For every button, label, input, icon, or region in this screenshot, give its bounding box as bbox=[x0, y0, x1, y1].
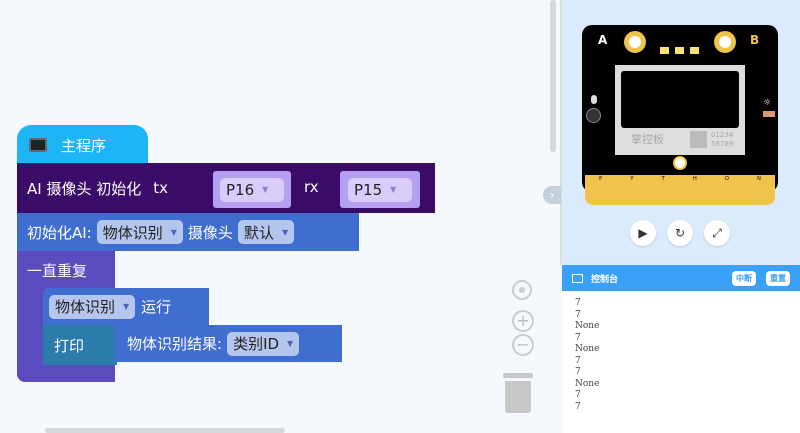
serial-top: 01234 bbox=[711, 131, 734, 139]
sound-sensor bbox=[586, 108, 601, 123]
ai-result-block[interactable]: 物体识别结果: 类别ID ▼ bbox=[115, 325, 342, 362]
dropdown-arrow-icon: ▼ bbox=[123, 302, 130, 311]
serial-bottom: 56789 bbox=[711, 140, 734, 148]
button-b[interactable]: B bbox=[750, 33, 760, 47]
pin-n: N bbox=[757, 176, 761, 182]
board-icon bbox=[29, 138, 47, 152]
tx-pin-slot: P16 ▼ bbox=[213, 171, 291, 208]
rx-label: rx bbox=[304, 178, 319, 196]
led bbox=[690, 47, 699, 54]
camera-dropdown[interactable]: 默认 ▼ bbox=[237, 220, 295, 244]
console-line: 7 bbox=[575, 332, 581, 343]
result-label: 物体识别结果: bbox=[127, 335, 223, 353]
tx-label: tx bbox=[153, 179, 168, 197]
zoom-in-icon[interactable]: + bbox=[512, 310, 534, 332]
recenter-icon[interactable] bbox=[512, 280, 532, 300]
console-line: 7 bbox=[575, 355, 581, 366]
oled-screen bbox=[621, 71, 739, 128]
init-ai-label: 初始化AI: bbox=[27, 223, 92, 242]
result-type-dropdown[interactable]: 类别ID ▼ bbox=[227, 331, 300, 356]
run-mode-value: 物体识别 bbox=[55, 298, 116, 316]
tx-pin-dropdown[interactable]: P16 ▼ bbox=[220, 177, 284, 202]
led bbox=[675, 47, 684, 54]
fullscreen-button[interactable]: ⤢ bbox=[704, 220, 730, 246]
run-label: 运行 bbox=[141, 298, 172, 316]
ai-run-block[interactable]: 物体识别 ▼ 运行 bbox=[43, 288, 209, 325]
pin-h: H bbox=[692, 176, 697, 182]
console-header: 控制台 中断 重置 bbox=[562, 265, 800, 291]
trash-icon[interactable] bbox=[503, 373, 533, 415]
camera-value: 默认 bbox=[243, 223, 274, 242]
microphone-icon bbox=[591, 95, 597, 104]
pin-o: O bbox=[724, 176, 729, 182]
restart-icon: ↻ bbox=[674, 226, 686, 240]
pin-t: T bbox=[661, 176, 665, 182]
dropdown-arrow-icon: ▼ bbox=[170, 227, 177, 237]
touch-pad-right bbox=[714, 31, 736, 53]
dropdown-arrow-icon: ▼ bbox=[390, 185, 397, 194]
dropdown-arrow-icon: ▼ bbox=[287, 339, 294, 348]
monitor-icon bbox=[572, 273, 583, 283]
vertical-scrollbar[interactable] bbox=[550, 0, 556, 152]
board-simulator[interactable]: A B 掌控板 01234 56789 ☼ P Y T H O N bbox=[582, 25, 778, 205]
touch-pad-center bbox=[673, 156, 687, 170]
led bbox=[660, 47, 669, 54]
interrupt-button[interactable]: 中断 bbox=[732, 270, 756, 286]
ai-mode-dropdown[interactable]: 物体识别 ▼ bbox=[96, 220, 183, 244]
print-label: 打印 bbox=[54, 336, 85, 355]
light-sensor-icon: ☼ bbox=[763, 98, 772, 108]
rx-pin-slot: P15 ▼ bbox=[340, 171, 420, 208]
button-a[interactable]: A bbox=[598, 33, 608, 47]
console-line: None bbox=[575, 344, 600, 354]
run-mode-dropdown[interactable]: 物体识别 ▼ bbox=[49, 294, 136, 319]
dropdown-arrow-icon: ▼ bbox=[262, 185, 269, 194]
console-line: None bbox=[575, 321, 600, 331]
horizontal-scrollbar[interactable] bbox=[45, 428, 285, 433]
init-ai-block[interactable]: 初始化AI: 物体识别 ▼ 摄像头 默认 ▼ bbox=[17, 213, 359, 251]
expand-icon: ⤢ bbox=[712, 225, 722, 240]
pin-p: P bbox=[599, 176, 603, 182]
print-block[interactable]: 打印 bbox=[43, 325, 117, 365]
pin-y: Y bbox=[630, 176, 634, 182]
console-line: 7 bbox=[575, 390, 581, 400]
console-title: 控制台 bbox=[591, 274, 619, 285]
tx-pin-value: P16 bbox=[226, 180, 255, 199]
result-type-value: 类别ID bbox=[233, 335, 280, 353]
qr-code-icon bbox=[690, 131, 707, 148]
restart-button[interactable]: ↻ bbox=[667, 220, 693, 246]
light-sensor bbox=[763, 111, 775, 117]
reset-button[interactable]: 重置 bbox=[766, 270, 790, 286]
main-program-label: 主程序 bbox=[61, 136, 107, 155]
board-logo: 掌控板 bbox=[631, 133, 664, 146]
console-line: None bbox=[575, 378, 600, 389]
rx-pin-dropdown[interactable]: P15 ▼ bbox=[348, 177, 412, 202]
run-button[interactable]: ▶ bbox=[630, 220, 656, 246]
collapse-panel-button[interactable]: › bbox=[543, 186, 561, 204]
loop-label: 一直重复 bbox=[27, 262, 88, 280]
main-program-block[interactable]: 主程序 bbox=[17, 125, 148, 165]
rx-pin-value: P15 bbox=[354, 180, 383, 199]
console-line: 7 bbox=[575, 367, 581, 377]
play-icon: ▶ bbox=[638, 226, 648, 240]
ai-camera-init-label: AI 摄像头 初始化 bbox=[27, 179, 142, 198]
oled-frame: 掌控板 01234 56789 bbox=[615, 65, 745, 155]
zoom-out-icon[interactable]: − bbox=[512, 334, 534, 356]
console-line: 7 bbox=[575, 298, 581, 308]
console-line: 7 bbox=[575, 401, 581, 412]
camera-label: 摄像头 bbox=[187, 223, 233, 242]
dropdown-arrow-icon: ▼ bbox=[281, 227, 289, 237]
ai-mode-value: 物体识别 bbox=[102, 223, 163, 242]
console-output[interactable]: 7 7 None 7 None 7 7 None 7 7 bbox=[562, 291, 800, 433]
console-line: 7 bbox=[575, 309, 581, 320]
touch-pad-left bbox=[624, 31, 646, 53]
